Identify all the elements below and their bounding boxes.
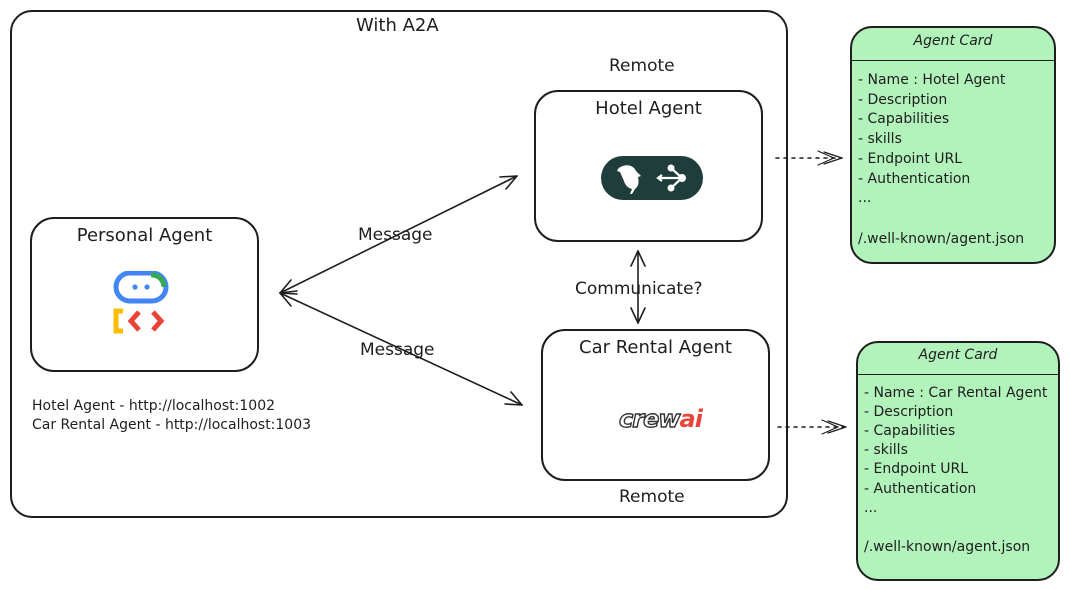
message-top-label: Message — [358, 225, 433, 245]
frame-title: With A2A — [356, 15, 439, 36]
car-card-field: - skills — [864, 442, 908, 458]
car-card-field: - Capabilities — [864, 423, 956, 439]
hotel-card-field: - Description — [858, 92, 948, 108]
car-endpoint-note: Car Rental Agent - http://localhost:1003 — [32, 417, 312, 433]
car-card-divider — [858, 374, 1058, 375]
hotel-card-divider — [852, 60, 1054, 61]
gemini-agent-icon — [113, 271, 169, 334]
car-remote-label: Remote — [619, 487, 685, 507]
hotel-card-field: - skills — [858, 131, 902, 147]
car-card-field: - Name : Car Rental Agent — [864, 385, 1048, 401]
hotel-remote-label: Remote — [609, 56, 675, 76]
car-rental-agent-card[interactable]: Agent Card - Name : Car Rental Agent - D… — [856, 341, 1060, 581]
message-bottom-label: Message — [360, 340, 435, 360]
car-rental-agent-title: Car Rental Agent — [579, 337, 732, 358]
personal-agent-node[interactable]: Personal Agent — [30, 217, 259, 372]
hotel-agent-title: Hotel Agent — [595, 98, 702, 119]
car-card-field: - Description — [864, 404, 954, 420]
a2a-frame — [10, 10, 788, 518]
hotel-agent-node[interactable]: Hotel Agent — [534, 90, 763, 242]
hotel-card-title: Agent Card — [913, 33, 993, 49]
message-top-arrow — [279, 175, 518, 294]
car-card-title: Agent Card — [918, 347, 998, 363]
crewai-logo-text-b: ai — [679, 405, 703, 433]
message-bottom-arrow — [279, 292, 523, 406]
crewai-logo-text-a: crew — [618, 404, 681, 433]
personal-agent-title: Personal Agent — [76, 225, 213, 246]
crewai-logo: crewai — [618, 404, 703, 433]
hotel-agent-logo-icon — [601, 156, 703, 200]
hotel-agent-card[interactable]: Agent Card - Name : Hotel Agent - Descri… — [850, 26, 1056, 264]
hotel-card-field: ... — [858, 190, 872, 206]
hotel-card-field: - Authentication — [858, 171, 971, 187]
hotel-card-field: - Name : Hotel Agent — [858, 72, 1006, 88]
hotel-card-path: /.well-known/agent.json — [858, 231, 1025, 247]
hotel-card-field: - Endpoint URL — [858, 151, 963, 167]
car-card-field: - Authentication — [864, 481, 977, 497]
car-card-path: /.well-known/agent.json — [864, 539, 1031, 555]
car-card-field: ... — [864, 500, 878, 516]
car-rental-agent-node[interactable]: Car Rental Agent crewai — [541, 329, 770, 481]
hotel-card-field: - Capabilities — [858, 111, 950, 127]
hotel-endpoint-note: Hotel Agent - http://localhost:1002 — [32, 398, 276, 414]
car-card-field: - Endpoint URL — [864, 461, 969, 477]
